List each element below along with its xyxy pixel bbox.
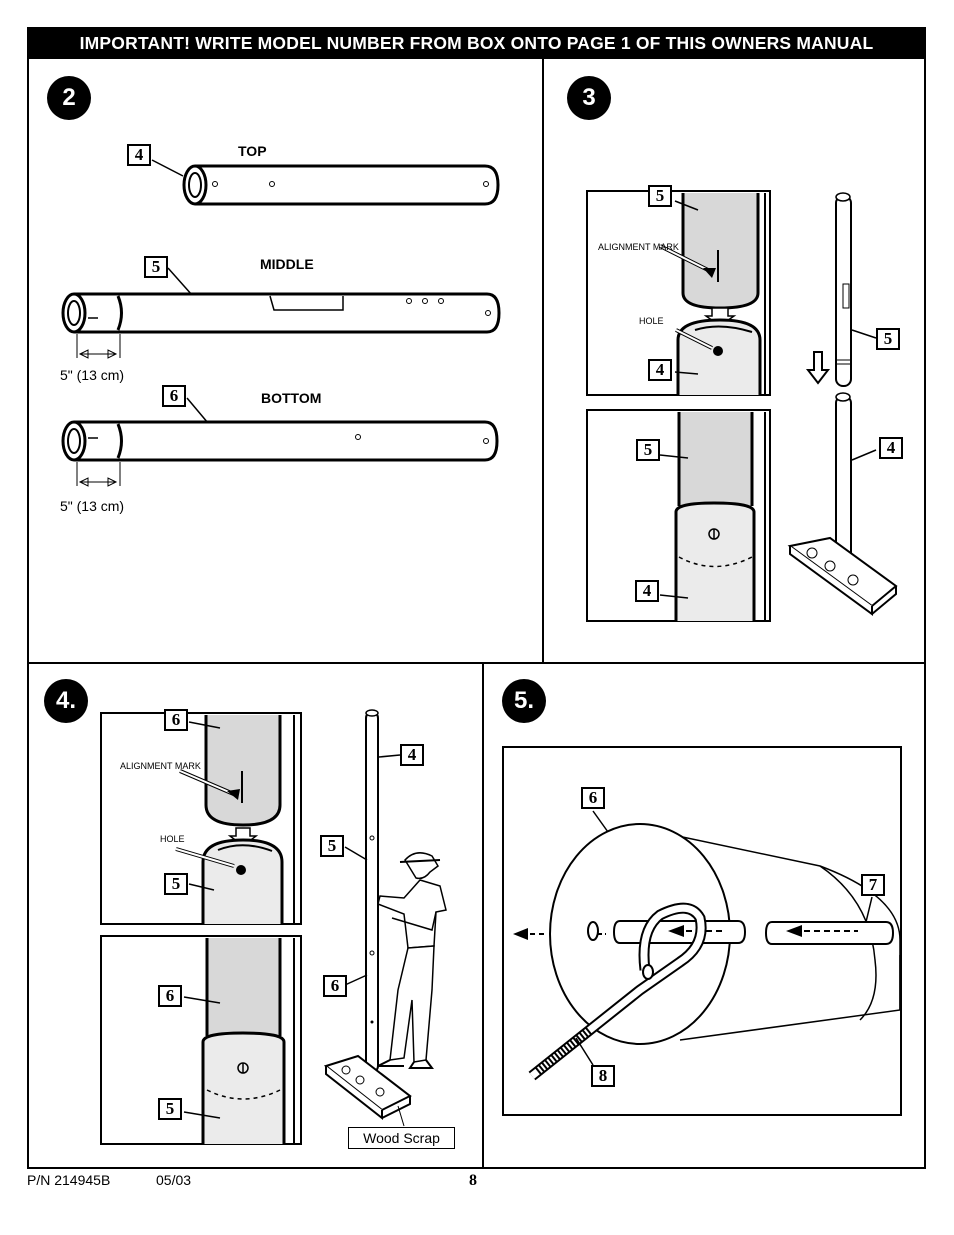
s5-part-box-6: 6	[581, 787, 605, 809]
step-4-badge: 4.	[44, 679, 88, 723]
s4-part-box-3: 6	[158, 985, 182, 1007]
part-number: P/N 214945B	[27, 1172, 111, 1188]
part-box-bottom: 6	[162, 385, 186, 407]
s3-part-box-1: 5	[648, 185, 672, 207]
s4-part-box-7: 6	[323, 975, 347, 997]
s4-part-box-6: 5	[320, 835, 344, 857]
s4-part-box-5: 4	[400, 744, 424, 766]
important-banner: IMPORTANT! WRITE MODEL NUMBER FROM BOX O…	[27, 27, 926, 59]
s3-part-box-2: 4	[648, 359, 672, 381]
s3-alignment-mark-label: ALIGNMENT MARK	[598, 242, 679, 252]
label-top: TOP	[238, 143, 267, 159]
s3-part-box-6: 4	[879, 437, 903, 459]
s4-part-box-1: 6	[164, 709, 188, 731]
label-middle: MIDDLE	[260, 256, 314, 272]
s5-part-box-8: 8	[591, 1065, 615, 1087]
measure-bottom: 5" (13 cm)	[60, 498, 125, 514]
s3-hole-label: HOLE	[639, 316, 664, 326]
divider-top-vertical	[542, 59, 544, 663]
s4-hole-label: HOLE	[160, 834, 185, 844]
wood-scrap-label: Wood Scrap	[348, 1127, 455, 1149]
part-box-middle: 5	[144, 256, 168, 278]
s3-part-box-5: 5	[876, 328, 900, 350]
step-2-badge: 2	[47, 76, 91, 120]
footer-date: 05/03	[156, 1172, 192, 1188]
page-number: 8	[469, 1172, 477, 1189]
measure-middle: 5" (13 cm)	[60, 367, 125, 383]
part-box-top: 4	[127, 144, 151, 166]
s4-part-box-2: 5	[164, 873, 188, 895]
label-bottom: BOTTOM	[261, 390, 322, 406]
step-3-badge: 3	[567, 76, 611, 120]
s4-part-box-4: 5	[158, 1098, 182, 1120]
divider-bottom-vertical	[482, 663, 484, 1169]
instruction-frame	[27, 59, 926, 1169]
s3-part-box-4: 4	[635, 580, 659, 602]
s5-part-box-7: 7	[861, 874, 885, 896]
s4-alignment-mark-label: ALIGNMENT MARK	[120, 761, 201, 771]
step-5-badge: 5.	[502, 679, 546, 723]
s3-part-box-3: 5	[636, 439, 660, 461]
divider-horizontal	[27, 662, 926, 664]
